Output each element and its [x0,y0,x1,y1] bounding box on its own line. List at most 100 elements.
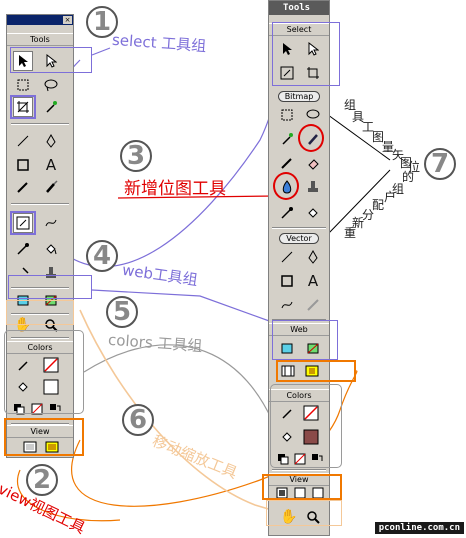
regroup-char: 的 [402,170,415,184]
brand-watermark: pconline.com.cn [374,522,464,534]
fill-color-bucket-icon [13,377,33,397]
regroup-char: 位 [408,160,421,174]
close-icon[interactable]: × [63,16,72,24]
right-blur-highlight [273,172,299,200]
marquee-tool[interactable] [277,105,297,125]
left-web-highlight [8,275,92,299]
left-titlebar: × [7,15,73,25]
left-colors-highlight [4,330,84,414]
regroup-char: 量 [382,140,395,154]
pointer-tool[interactable] [13,51,33,71]
regroup-char: 组 [344,98,357,112]
lasso-tool[interactable] [41,75,61,95]
default-colors-icon[interactable] [11,399,27,419]
subselect-tool[interactable] [303,39,323,59]
left-crop-highlight [10,95,36,119]
swap-colors-icon[interactable] [47,399,63,419]
left-view-highlight [4,418,84,456]
regroup-char: 配 [372,198,385,212]
fill-color-swatch[interactable] [301,427,321,447]
pointer-tool[interactable] [277,39,297,59]
select-line [91,47,111,56]
right-colors-highlight [270,384,342,468]
line-tool[interactable] [13,131,33,151]
text-tool[interactable]: A [307,272,319,290]
show-slices-icon[interactable] [303,363,321,379]
brush-tool[interactable] [41,177,61,197]
lasso-tool[interactable] [303,105,323,125]
right-vector-label: Vector [279,233,319,244]
pencil-tool[interactable] [277,153,297,173]
fill-color-swatch[interactable] [41,377,61,397]
paint-bucket-tool[interactable] [41,239,61,259]
right-view-highlight [262,474,342,500]
crop-tool[interactable] [13,97,33,117]
fill-color-bucket-icon [277,427,297,447]
right-select-title: Select [269,23,329,36]
label-new-bitmap: 新增位图工具 [124,179,226,199]
scale-tool[interactable] [277,63,297,83]
stroke-color-swatch[interactable] [301,403,321,423]
marquee-tool[interactable] [13,75,33,95]
rubber-stamp-tool[interactable] [303,177,323,197]
right-brush-highlight [298,124,324,152]
rectangle-tool[interactable] [277,271,297,291]
right-bitmap-label: Bitmap [277,91,321,102]
crop-tool[interactable] [303,63,323,83]
eyedropper-tool[interactable] [13,239,33,259]
magic-wand-tool[interactable] [41,97,61,117]
pen-tool[interactable] [303,247,323,267]
eraser-tool[interactable] [13,263,33,283]
paint-bucket-tool[interactable] [303,203,323,223]
subselect-tool[interactable] [41,51,61,71]
callout-3: 3 [120,140,152,172]
freeform-tool[interactable] [41,213,61,233]
regroup-char: 新 [352,216,365,230]
rubber-stamp-tool[interactable] [41,263,61,283]
regroup-char: 具 [352,110,365,124]
magic-wand-tool[interactable] [277,129,297,149]
hand-icon[interactable]: ✋ [14,317,32,333]
left-tools-title: Tools [7,33,73,46]
callout-5: 5 [106,296,138,328]
left-select-highlight [10,47,92,73]
view-curve-2 [17,469,121,522]
slice-tool[interactable] [303,339,323,359]
left-colors-title: Colors [7,341,73,354]
stroke-color-swatch[interactable] [41,355,61,375]
eraser-tool[interactable] [303,153,323,173]
no-color-icon[interactable] [29,399,45,419]
regroup-char: 重 [344,226,357,240]
full-screen-menu-view-icon[interactable] [43,439,61,455]
right-select-highlight [272,22,340,86]
movezoom-curve [79,309,273,511]
hand-icon[interactable]: ✋ [280,509,298,525]
hide-slices-icon[interactable] [279,363,297,379]
hotspot-tool[interactable] [277,339,297,359]
right-web-highlight [272,320,338,360]
freeform-tool[interactable] [277,295,297,315]
default-colors-icon[interactable] [275,449,291,469]
zoom-icon[interactable] [303,507,323,527]
line-tool[interactable] [277,247,297,267]
right-web-title: Web [269,323,329,336]
callout-7: 7 [424,148,456,180]
knife-tool[interactable] [303,295,323,315]
no-color-icon[interactable] [292,449,308,469]
pen-tool[interactable] [41,131,61,151]
colors-curve [83,344,273,421]
pencil-tool[interactable] [13,177,33,197]
swap-colors-icon[interactable] [309,449,325,469]
regroup-char: 分 [362,208,375,222]
callout-1: 1 [86,6,118,38]
rectangle-tool[interactable] [13,155,33,175]
stroke-color-pencil-icon [13,355,33,375]
text-tool[interactable]: A [45,156,57,174]
scale-tool[interactable] [13,213,33,233]
web-curve [91,289,273,323]
regroup-char: 图 [372,130,385,144]
standard-view-icon[interactable] [21,439,39,455]
eyedropper-tool[interactable] [277,203,297,223]
callout-4: 4 [86,240,118,272]
